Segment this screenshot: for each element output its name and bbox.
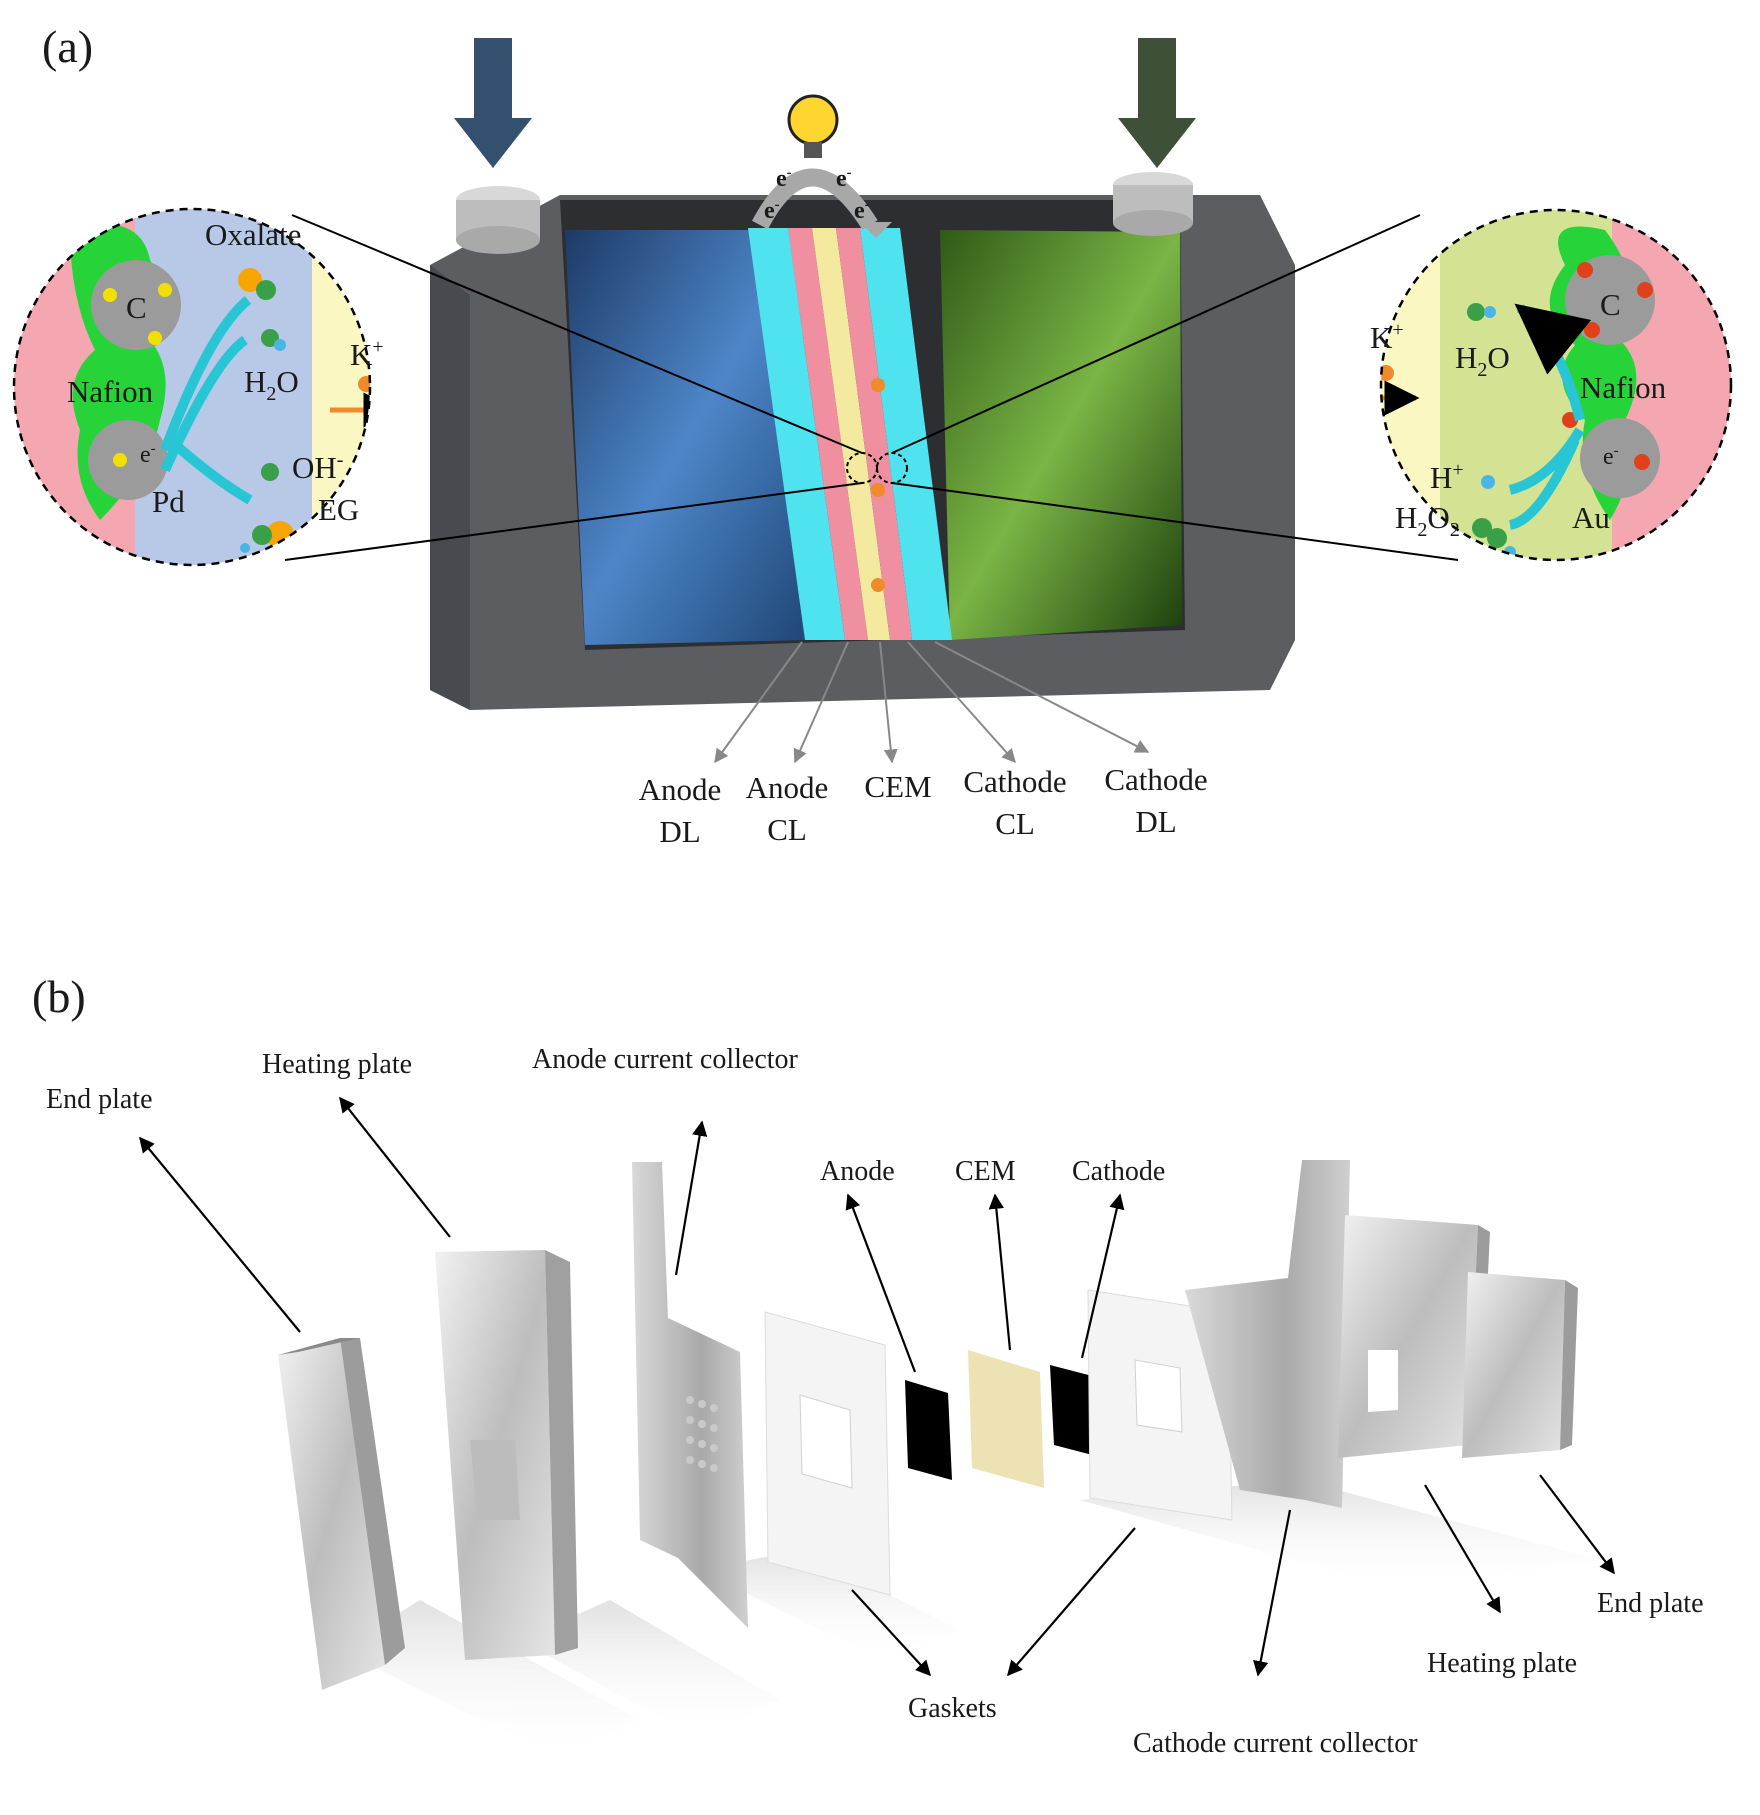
layer-anode-cl-line2: CL: [767, 812, 807, 847]
hydrogen-peroxide-label: H2O2: [1395, 500, 1460, 541]
electrochemical-cell: [430, 172, 1295, 710]
carbon-label-right: C: [1600, 287, 1621, 322]
layer-cathode-cl-line1: Cathode: [963, 764, 1066, 799]
layer-cathode-dl-line2: DL: [1135, 804, 1176, 839]
potassium-ion-label-right: K+: [1370, 319, 1404, 355]
panel-label-a: (a): [42, 21, 93, 72]
ethylene-glycol-label: EG: [318, 492, 359, 527]
layer-cathode-dl-line1: Cathode: [1104, 762, 1207, 797]
cathode-zoom-circle: K+ H2O C Nafion H+ H2O2 Au e-: [1370, 208, 1733, 562]
light-bulb-icon: [787, 94, 839, 146]
label-gaskets: Gaskets: [908, 1693, 997, 1724]
potassium-ion-label-left: K+: [350, 336, 384, 372]
cathode-inlet-arrow: [1118, 38, 1196, 168]
electron-label: e: [764, 198, 775, 224]
anode-inlet-arrow: [454, 38, 532, 168]
zoom-lines: [284, 214, 1459, 561]
left-gasket: [764, 1311, 891, 1596]
anode-current-collector: [632, 1162, 748, 1628]
component-callouts: [139, 1096, 1615, 1677]
layer-cathode-cl-line2: CL: [995, 806, 1035, 841]
nafion-label-left: Nafion: [67, 374, 154, 409]
layer-cem-label: CEM: [864, 769, 931, 804]
layer-callouts: [714, 641, 1150, 764]
anode-dl-layer: [748, 228, 845, 640]
svg-text:e-: e-: [776, 165, 792, 192]
anode-cl-layer: [788, 228, 868, 640]
gold-label: Au: [1572, 500, 1610, 535]
hydroxide-label: OH-: [292, 449, 343, 485]
left-heating-plate: [435, 1250, 578, 1660]
cathode-electrolyte: [940, 230, 1182, 640]
svg-text:e-: e-: [764, 197, 780, 224]
right-gasket: [1087, 1289, 1233, 1521]
label-end-plate-left: End plate: [46, 1084, 153, 1115]
membrane-electrode-assembly: [748, 228, 952, 640]
panel-label-b: (b): [32, 971, 86, 1022]
external-circuit: e- e- e- e-: [752, 94, 892, 238]
layer-anode-dl-line2: DL: [659, 814, 700, 849]
carbon-label-left: C: [126, 290, 147, 325]
label-cathode: Cathode: [1072, 1156, 1165, 1187]
svg-text:e-: e-: [854, 197, 870, 224]
label-anode-current-collector: Anode current collector: [532, 1044, 799, 1075]
nafion-label-right: Nafion: [1580, 370, 1667, 405]
label-heating-plate-left: Heating plate: [262, 1049, 412, 1080]
electron-label-right: e-: [1603, 443, 1619, 470]
palladium-label: Pd: [152, 484, 185, 519]
cathode-current-collector: [1185, 1160, 1350, 1508]
cem-membrane: [968, 1350, 1044, 1488]
left-end-plate: [278, 1338, 405, 1690]
electron-label-left: e-: [140, 441, 156, 468]
anode-electrolyte: [565, 230, 810, 645]
label-cem: CEM: [955, 1156, 1016, 1187]
proton-label: H+: [1430, 459, 1464, 495]
water-label-left: H2O: [244, 364, 299, 405]
label-end-plate-right: End plate: [1597, 1588, 1704, 1619]
label-heating-plate-right: Heating plate: [1427, 1648, 1577, 1679]
right-end-plate: [1462, 1272, 1578, 1458]
layer-anode-dl-line1: Anode: [639, 772, 722, 807]
anode-zoom-circle: Oxalate C Nafion H2O K+ OH- EG Pd e-: [12, 207, 384, 567]
svg-text:e-: e-: [836, 165, 852, 192]
cathode-cl-layer: [836, 228, 912, 640]
water-label-right: H2O: [1455, 340, 1510, 381]
oxalate-label: Oxalate: [205, 217, 301, 252]
label-anode: Anode: [820, 1156, 895, 1187]
cathode-dl-layer: [860, 228, 952, 640]
label-cathode-current-collector: Cathode current collector: [1133, 1728, 1418, 1759]
layer-anode-cl-line1: Anode: [746, 770, 829, 805]
cem-layer: [812, 228, 890, 640]
